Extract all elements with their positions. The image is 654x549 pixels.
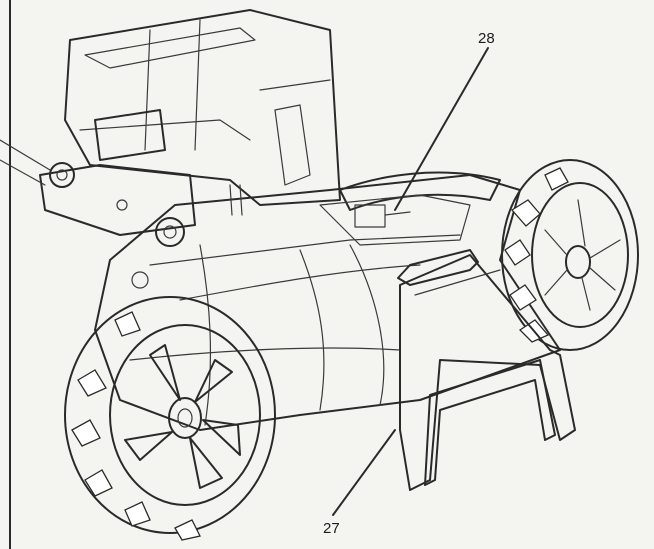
battery-cover xyxy=(64,9,341,206)
leader-line-28 xyxy=(394,47,489,211)
leader-line-27 xyxy=(332,429,396,516)
mower-deck xyxy=(94,174,561,431)
rear-wheel xyxy=(501,159,639,351)
callout-label-28: 28 xyxy=(478,30,495,47)
rear-opening xyxy=(229,171,501,246)
mulching-plug xyxy=(397,249,576,491)
front-wheel xyxy=(64,296,276,541)
callout-label-27: 27 xyxy=(323,520,340,537)
handle-bracket xyxy=(0,139,196,289)
